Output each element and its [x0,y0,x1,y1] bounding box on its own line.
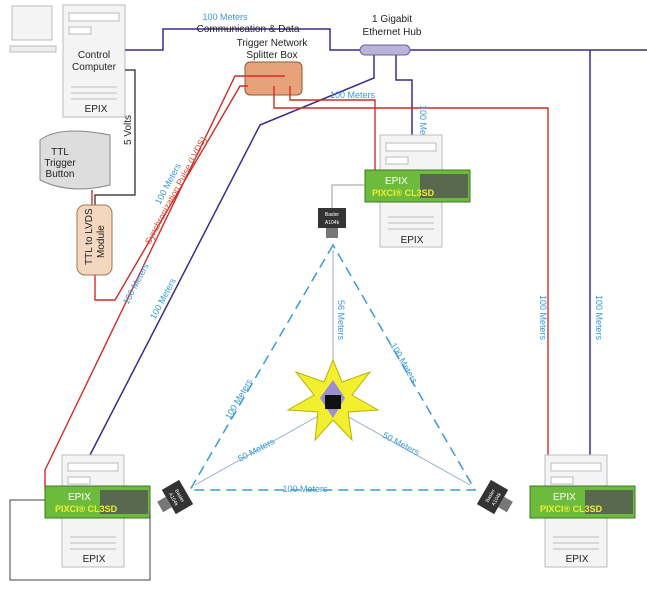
right-red-distance-label: 100 Meters [538,295,548,341]
computer-label: Computer [72,62,117,73]
target-object-icon [325,395,341,409]
sync-label: Synchronization Pulse (LVDS) [143,135,208,246]
lvds-module [76,204,113,276]
module-label-2: Module [96,225,107,258]
right-blue-distance-label: 100 Meters [594,295,604,341]
control-label: Control [78,50,110,61]
button-label-2: Trigger [44,158,76,169]
module-label-1: TTL to LVDS [84,208,95,265]
splitter-distance-label: 100 Meters [330,90,376,100]
camera-label-2: A104k [325,220,340,226]
hub-label-2: Ethernet Hub [363,27,422,38]
card-model: PIXCI® CL3SD [55,504,118,514]
button-label-3: Button [46,169,75,180]
left-camera-computer: EPIX PIXCI® CL3SD EPIX Basler A104k [9,454,194,581]
button-label-1: TTL [51,147,69,158]
card-model: PIXCI® CL3SD [540,504,603,514]
card-brand: EPIX [553,492,576,503]
left-50-label: 50 Meters [236,436,276,464]
hub-label-1: 1 Gigabit [372,14,412,25]
camera-label-1: Basler [325,212,340,218]
card-model: PIXCI® CL3SD [372,188,435,198]
trigger-cables [44,75,549,490]
right-50-label: 50 Meters [381,430,421,458]
control-computer: Control Computer EPIX [9,4,126,118]
splitter-label-2: Splitter Box [246,50,297,61]
epix-logo: EPIX [566,554,589,565]
comm-distance-label: 100 Meters [202,12,248,22]
card-brand: EPIX [385,176,408,187]
camera-triangle [188,243,477,491]
top-camera-computer: EPIX PIXCI® CL3SD EPIX Basler A104k [318,134,471,248]
keyboard-icon [9,45,57,53]
splitter-label-1: Trigger Network [237,38,309,49]
hub-drop-distance-label: 100 Meters [418,105,428,151]
distance-56-label: 56 Meters [336,300,346,341]
comm-label: Communication & Data [197,24,300,35]
monitor-icon [11,5,53,41]
ethernet-cables [89,28,647,458]
volts-label: 5 Volts [123,115,134,145]
card-brand: EPIX [68,492,91,503]
red-distance-label: 100 Meters [121,261,151,306]
bottom-distance-label: 100 Meters [282,484,328,494]
epix-logo: EPIX [85,104,108,115]
trigger-button-hand-icon [39,130,111,190]
ethernet-hub [359,44,411,56]
epix-logo: EPIX [83,554,106,565]
right-camera-computer: EPIX PIXCI® CL3SD EPIX Basler A104k [476,454,636,568]
epix-logo: EPIX [401,235,424,246]
right-side-distance-label: 100 Meters [388,341,419,385]
left-side-distance-label: 100 Meters [223,377,254,421]
